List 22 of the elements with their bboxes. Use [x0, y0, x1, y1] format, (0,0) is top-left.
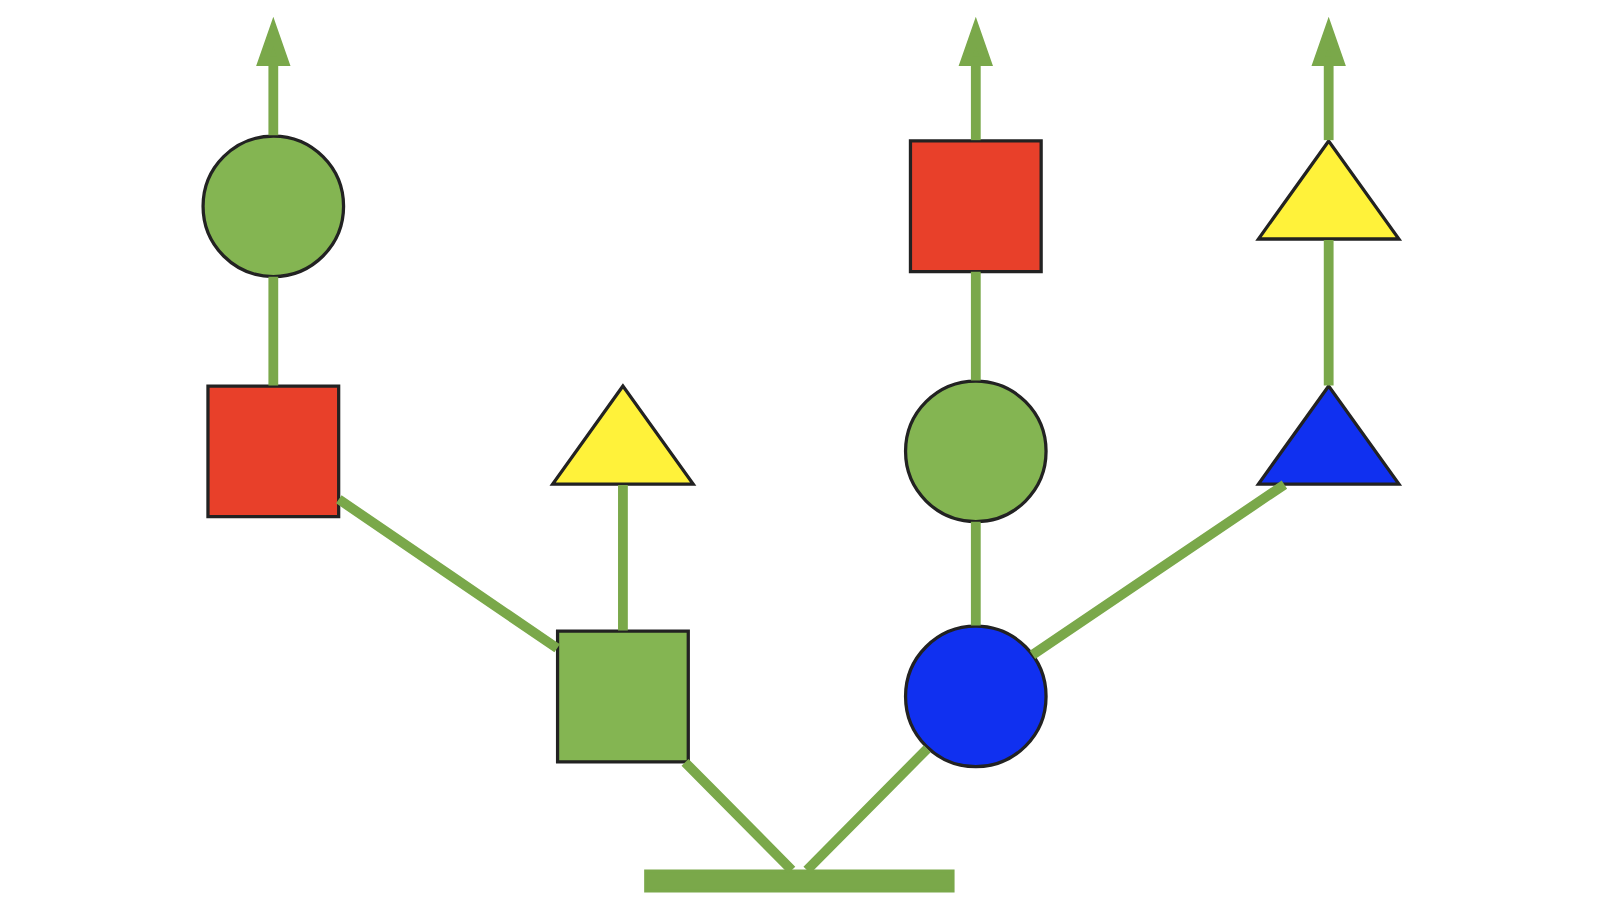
connector [1322, 239, 1333, 386]
node-box [554, 629, 689, 764]
node-box [907, 139, 1042, 274]
connector [802, 745, 930, 874]
connector [1028, 480, 1287, 659]
arrow [1310, 16, 1345, 141]
node-circle [902, 624, 1047, 769]
connector [267, 276, 278, 386]
node-circle [200, 134, 345, 279]
arrow [957, 16, 992, 141]
node-triangle [1254, 383, 1402, 486]
connector [969, 271, 980, 381]
node-triangle [1254, 138, 1402, 241]
arrow [255, 16, 290, 136]
node-bar [643, 869, 954, 893]
node-circle [902, 379, 1047, 524]
connector [680, 758, 795, 874]
connector [969, 521, 980, 626]
node-triangle [548, 383, 696, 486]
connector [617, 484, 627, 631]
node-box [205, 384, 340, 519]
connector [335, 495, 559, 653]
